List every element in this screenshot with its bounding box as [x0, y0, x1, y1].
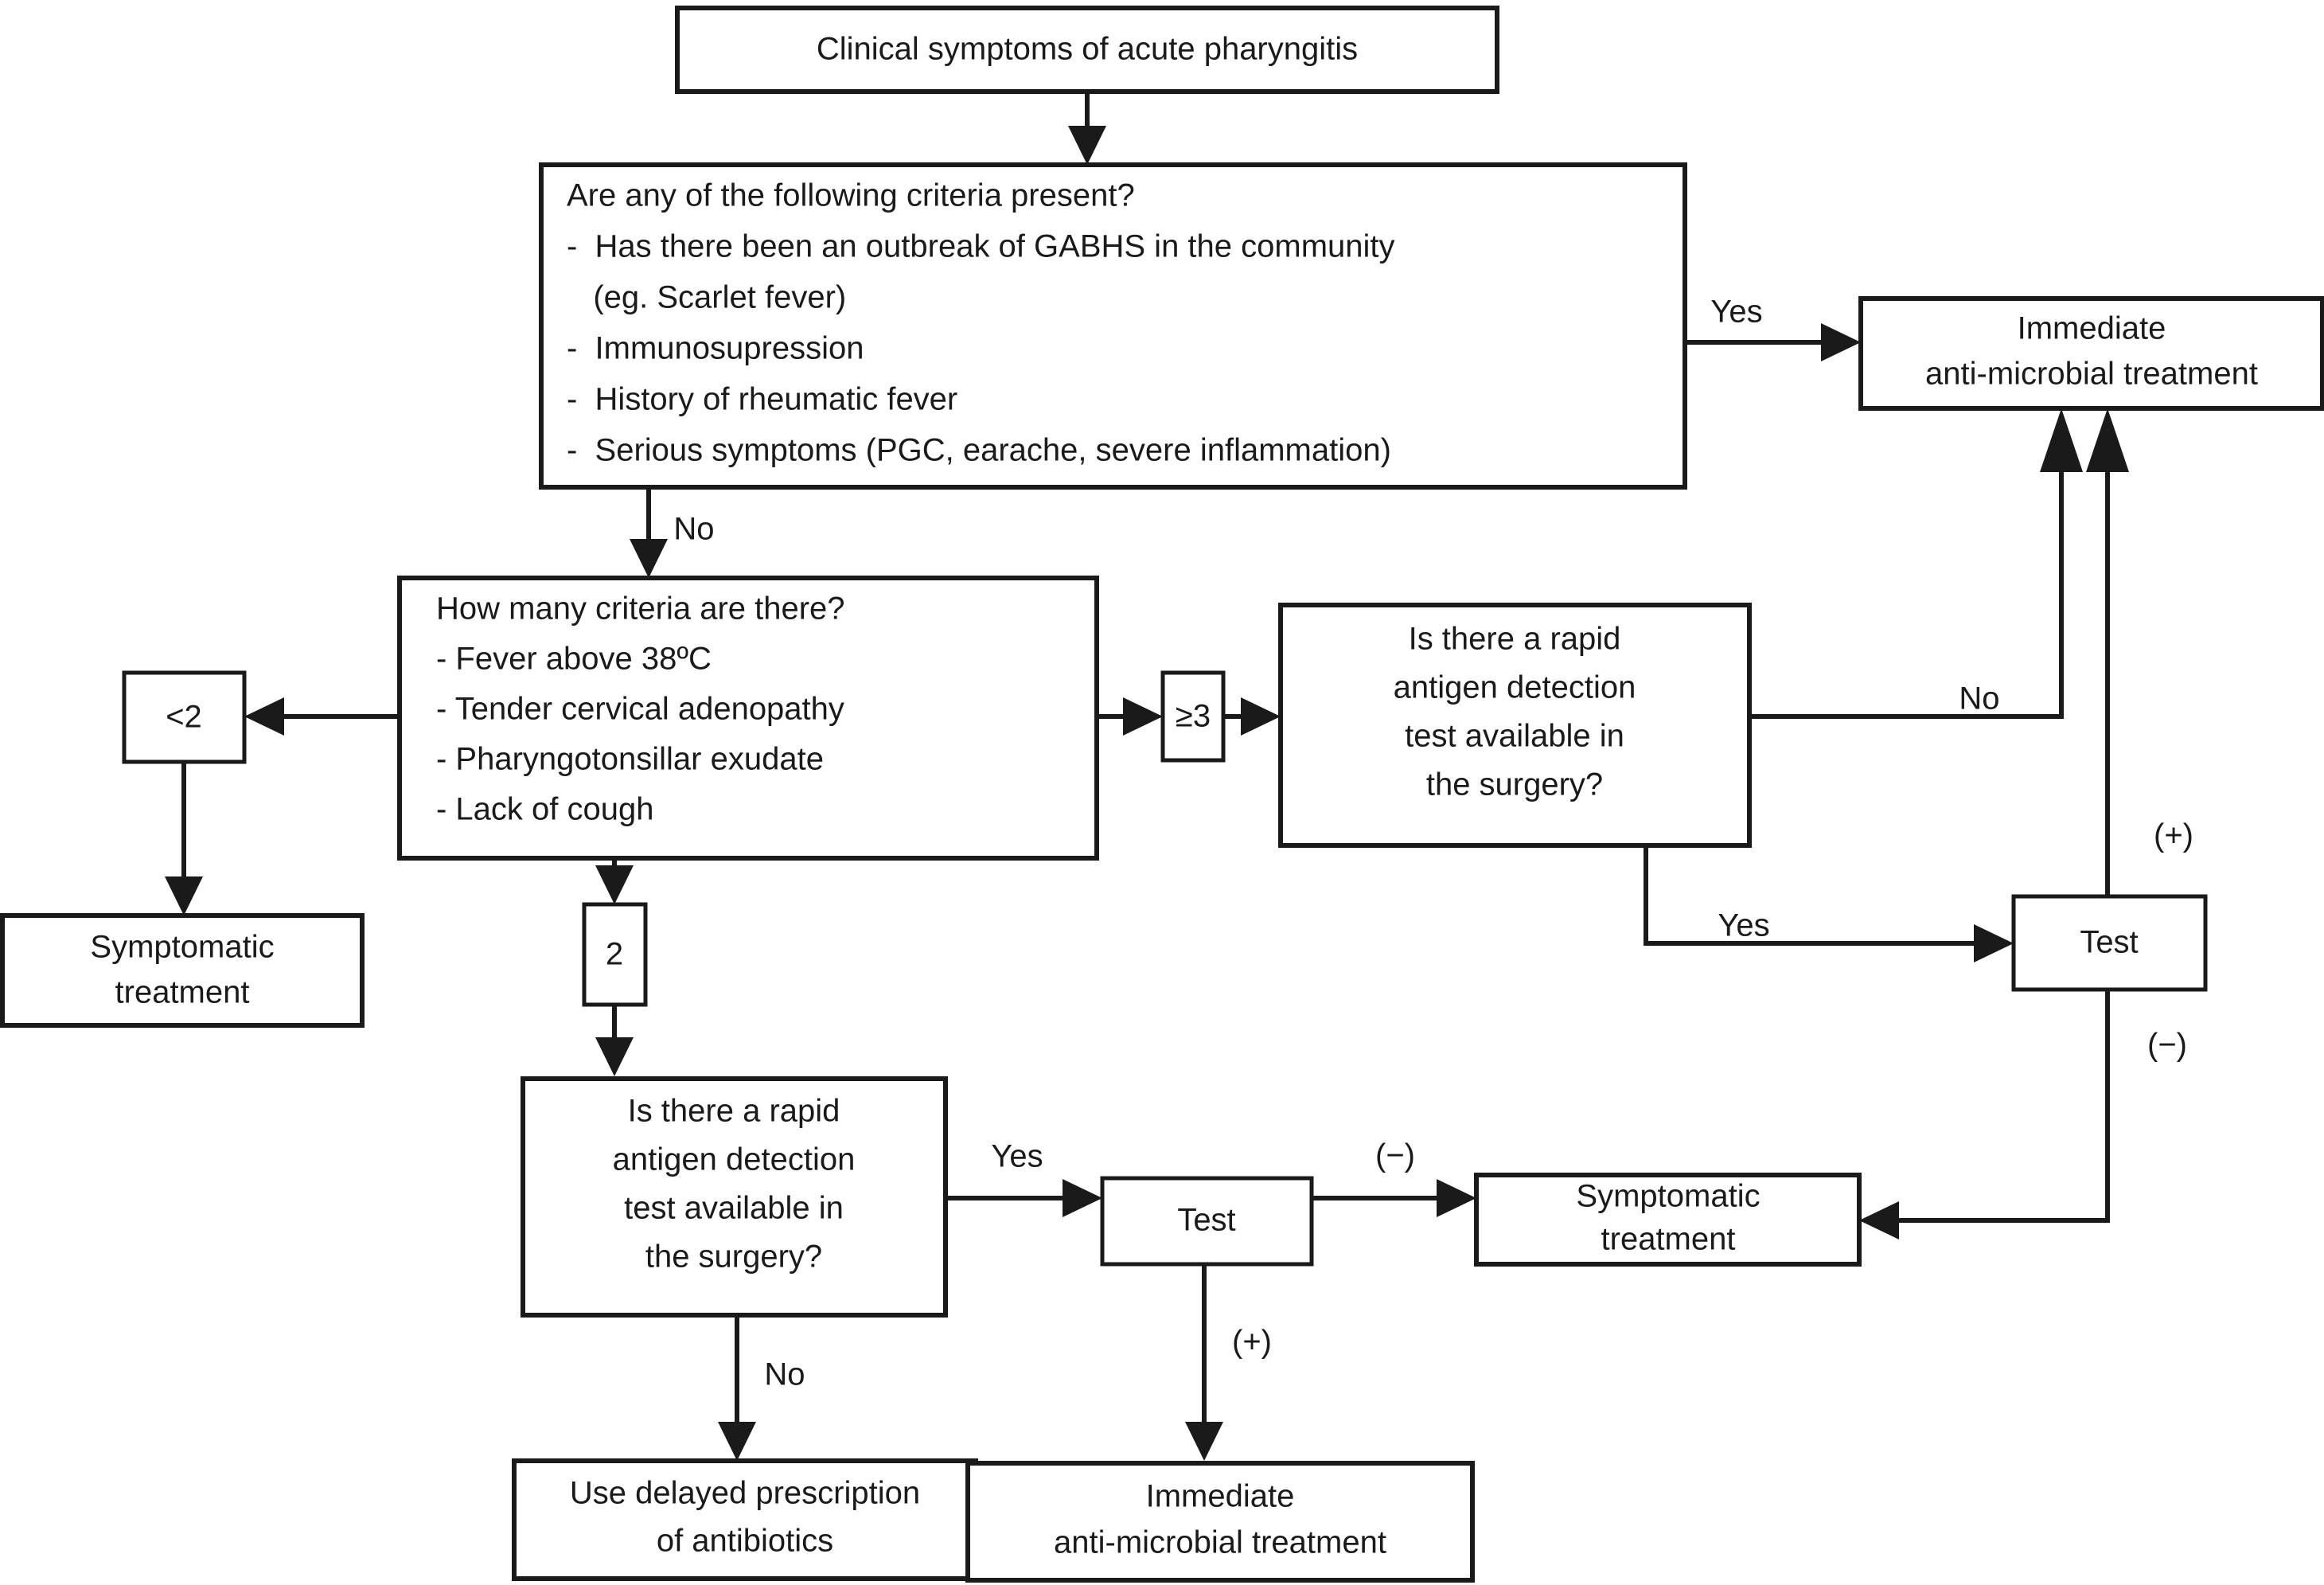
node-delayed-prescription[interactable]: Use delayed prescription of antibiotics — [512, 1458, 978, 1581]
node-symptomatic-right[interactable]: Symptomatic treatment — [1474, 1173, 1862, 1267]
criteria-item-2: - Immunosupression — [567, 331, 864, 366]
connector-count-to-ge3 — [1097, 697, 1163, 736]
node-symptomatic-left[interactable]: Symptomatic treatment — [0, 913, 365, 1028]
connector-lt2-to-symptomatic-left — [165, 762, 203, 915]
edge-label-lower-test-no: No — [764, 1357, 805, 1392]
connector-two-to-rapid-lower — [595, 1005, 634, 1076]
node-two[interactable]: 2 — [582, 902, 648, 1007]
rapid-upper-line-2: antigen detection — [1394, 670, 1636, 705]
edge-label-lower-test-plus: (+) — [1232, 1325, 1272, 1360]
node-ge3[interactable]: ≥3 — [1160, 670, 1226, 763]
rapid-upper-line-3: test available in — [1405, 719, 1624, 754]
immediate-bottom-line-2: anti-microbial treatment — [1054, 1525, 1386, 1560]
node-immediate-bottom[interactable]: Immediate anti-microbial treatment — [965, 1461, 1475, 1583]
edge-label-criteria-no: No — [673, 512, 714, 547]
node-test-lower[interactable]: Test — [1100, 1176, 1314, 1267]
immediate-bottom-line-1: Immediate — [1146, 1479, 1295, 1514]
criteria-item-3: - History of rheumatic fever — [567, 382, 957, 417]
node-lt2[interactable]: <2 — [122, 670, 247, 764]
count-item-2: - Tender cervical adenopathy — [436, 692, 844, 727]
node-immediate-top[interactable]: Immediate anti-microbial treatment — [1858, 296, 2324, 411]
test-lower-label: Test — [1177, 1203, 1235, 1238]
connector-ge3-to-rapid-upper — [1223, 697, 1281, 736]
lt2-label: <2 — [166, 700, 202, 735]
test-right-label: Test — [2080, 925, 2138, 960]
symptomatic-right-line-1: Symptomatic — [1576, 1179, 1760, 1214]
ge3-label: ≥3 — [1176, 699, 1211, 734]
symptomatic-right-line-2: treatment — [1601, 1222, 1736, 1257]
rapid-lower-line-3: test available in — [624, 1191, 844, 1226]
connector-rapid-upper-no-to-immediate-top — [1749, 408, 2083, 719]
connector-test-lower-plus-to-immediate-bottom — [1185, 1264, 1223, 1461]
connector-criteria-no-to-count — [630, 487, 668, 578]
symptomatic-left-line-2: treatment — [115, 975, 250, 1010]
node-start[interactable]: Clinical symptoms of acute pharyngitis — [675, 6, 1499, 94]
connector-rapid-upper-yes-to-test-right — [1644, 845, 2014, 962]
count-heading: How many criteria are there? — [436, 591, 845, 627]
node-test-right[interactable]: Test — [2011, 894, 2208, 992]
immediate-top-line-1: Immediate — [2018, 311, 2166, 346]
criteria-item-1-cont: (eg. Scarlet fever) — [567, 280, 846, 315]
delayed-line-2: of antibiotics — [657, 1524, 833, 1559]
rapid-upper-line-4: the surgery? — [1426, 767, 1603, 802]
edge-label-lower-test-minus: (−) — [1375, 1138, 1415, 1173]
criteria-item-1: - Has there been an outbreak of GABHS in… — [567, 229, 1395, 264]
edge-label-right-test-plus: (+) — [2154, 818, 2193, 853]
immediate-top-line-2: anti-microbial treatment — [1925, 357, 2258, 392]
rapid-lower-line-1: Is there a rapid — [628, 1094, 840, 1129]
two-label: 2 — [606, 937, 623, 972]
rapid-upper-line-1: Is there a rapid — [1409, 622, 1621, 657]
node-count-criteria[interactable]: How many criteria are there? - Fever abo… — [397, 576, 1099, 861]
node-rapid-test-upper[interactable]: Is there a rapid antigen detection test … — [1278, 603, 1752, 848]
count-item-3: - Pharyngotonsillar exudate — [436, 742, 824, 777]
criteria-item-4: - Serious symptoms (PGC, earache, severe… — [567, 433, 1391, 468]
connector-rapid-lower-yes-to-test-lower — [946, 1179, 1102, 1217]
connector-count-to-lt2 — [244, 697, 400, 736]
connector-test-lower-minus-to-symptomatic-right — [1312, 1179, 1476, 1217]
connector-criteria-yes-to-immediate-top — [1685, 323, 1861, 361]
edge-label-upper-test-no: No — [1959, 681, 1999, 716]
node-rapid-test-lower[interactable]: Is there a rapid antigen detection test … — [521, 1076, 948, 1318]
edge-label-criteria-yes: Yes — [1710, 295, 1762, 330]
rapid-lower-line-4: the surgery? — [645, 1240, 822, 1275]
rapid-lower-line-2: antigen detection — [613, 1142, 856, 1177]
edge-label-lower-test-yes: Yes — [991, 1139, 1043, 1174]
count-item-1: - Fever above 38ºC — [436, 642, 712, 677]
count-item-4: - Lack of cough — [436, 792, 654, 827]
node-criteria-question[interactable]: Are any of the following criteria presen… — [539, 162, 1687, 490]
delayed-line-1: Use delayed prescription — [570, 1476, 920, 1511]
connector-rapid-lower-no-to-delayed — [718, 1315, 756, 1461]
connector-count-to-two — [595, 858, 634, 904]
criteria-heading: Are any of the following criteria presen… — [567, 178, 1135, 213]
connector-start-to-criteria — [1068, 92, 1106, 165]
edge-label-right-test-minus: (−) — [2147, 1028, 2187, 1063]
node-start-label: Clinical symptoms of acute pharyngitis — [817, 32, 1358, 67]
edge-label-upper-test-yes: Yes — [1718, 908, 1769, 943]
symptomatic-left-line-1: Symptomatic — [90, 930, 274, 965]
connector-test-right-plus-to-immediate-top — [2086, 408, 2129, 896]
connector-test-right-minus-to-symptomatic-right — [1859, 990, 2110, 1240]
